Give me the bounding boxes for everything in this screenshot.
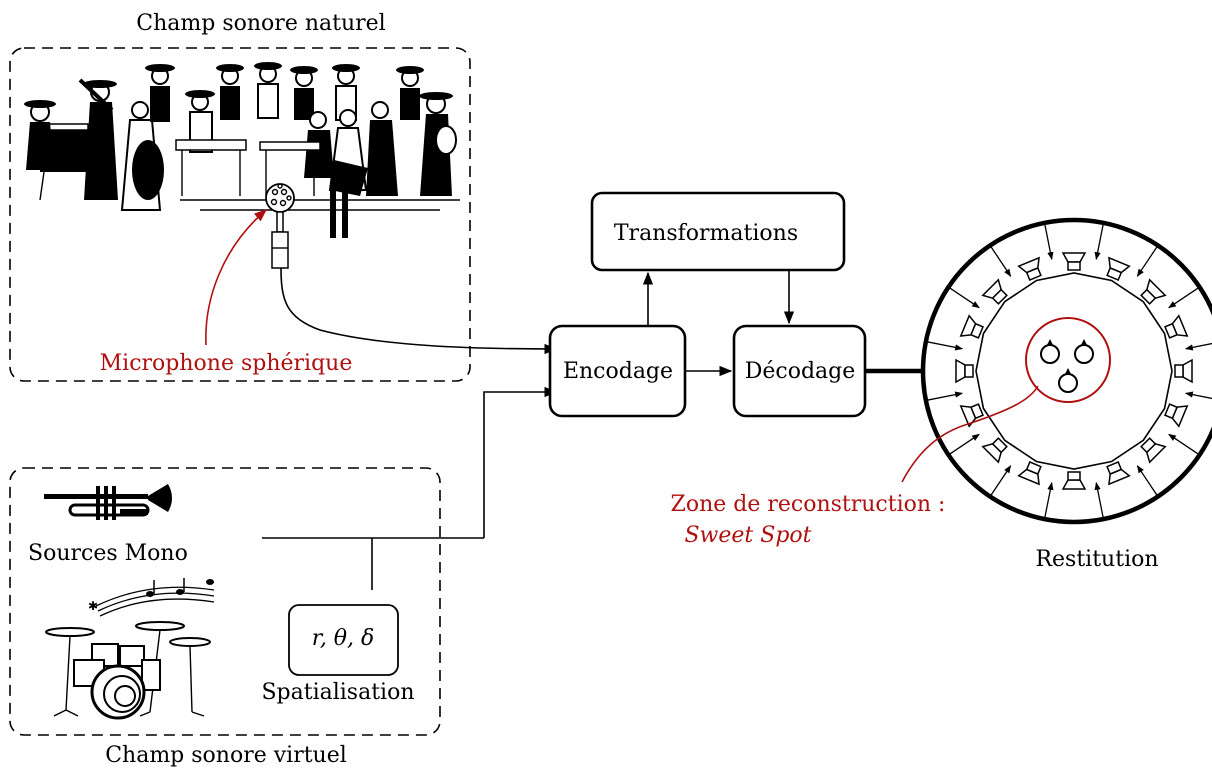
encodage-label: Encodage bbox=[563, 359, 673, 384]
trumpet-icon bbox=[44, 484, 172, 520]
wave-arrow bbox=[1185, 342, 1212, 351]
sweet-spot-label: Sweet Spot bbox=[684, 523, 811, 548]
wave-arrow bbox=[1136, 465, 1158, 496]
mic-pointer-arrow bbox=[205, 209, 267, 346]
spatial-params: r, θ, δ bbox=[312, 626, 375, 651]
zone-label: Zone de reconstruction : bbox=[671, 492, 946, 517]
wave-arrow bbox=[1044, 482, 1054, 518]
loudspeaker-icon bbox=[1061, 252, 1087, 271]
wave-arrow bbox=[1094, 482, 1104, 518]
mic-label: Microphone sphérique bbox=[100, 351, 353, 376]
loudspeaker-icon bbox=[1061, 471, 1087, 490]
natural-field-frame bbox=[9, 47, 471, 382]
spatialisation-box bbox=[288, 604, 399, 676]
loudspeaker-icon bbox=[1017, 461, 1042, 486]
sweet-spot-pointer-a bbox=[901, 423, 969, 483]
transformations-box bbox=[590, 191, 846, 272]
wave-arrow bbox=[1168, 287, 1199, 309]
wave-arrow bbox=[1136, 246, 1158, 277]
loudspeaker-icon bbox=[1017, 256, 1042, 281]
decodage-label: Décodage bbox=[745, 359, 856, 384]
loudspeaker-icon bbox=[1106, 461, 1131, 486]
music-notes-icon: ✱ bbox=[88, 578, 215, 617]
wave-arrow bbox=[990, 246, 1012, 277]
wave-arrow bbox=[1094, 224, 1104, 260]
mariachi-orchestra-drawing bbox=[24, 62, 460, 238]
loudspeaker-icon bbox=[1106, 256, 1131, 281]
loudspeaker-icon bbox=[981, 278, 1008, 305]
virtual-field-frame bbox=[9, 467, 441, 736]
sweet-spot-pointer-b bbox=[967, 385, 1039, 425]
transformations-label: Transformations bbox=[614, 221, 798, 246]
svg-text:✱: ✱ bbox=[88, 599, 98, 613]
loudspeaker-icon bbox=[1140, 437, 1167, 464]
speaker-ring-polygon bbox=[975, 272, 1173, 470]
wave-arrow bbox=[1168, 433, 1199, 455]
spatialisation-label: Spatialisation bbox=[261, 680, 414, 705]
sources-label: Sources Mono bbox=[28, 541, 188, 566]
wave-arrow bbox=[949, 287, 980, 309]
loudspeaker-array bbox=[927, 224, 1212, 518]
wave-arrow bbox=[927, 341, 963, 351]
wave-arrow bbox=[990, 465, 1012, 496]
wave-arrow bbox=[1185, 391, 1212, 400]
wave-arrow bbox=[1044, 224, 1054, 260]
mic-to-encoder-wire bbox=[280, 267, 558, 355]
loudspeaker-icon bbox=[955, 358, 974, 384]
wave-arrow bbox=[949, 433, 980, 455]
restitution-label: Restitution bbox=[1035, 547, 1158, 572]
drum-kit-icon bbox=[45, 621, 211, 720]
loudspeaker-icon bbox=[1140, 278, 1167, 305]
sources-to-encoder-wire bbox=[483, 386, 558, 538]
sweet-spot-circle bbox=[1025, 317, 1111, 403]
loudspeaker-icon bbox=[981, 437, 1008, 464]
wave-arrow bbox=[927, 391, 963, 401]
loudspeaker-icon bbox=[959, 314, 984, 339]
loudspeaker-icon bbox=[1164, 314, 1189, 339]
virtual-field-title: Champ sonore virtuel bbox=[105, 743, 347, 768]
natural-field-title: Champ sonore naturel bbox=[136, 11, 385, 36]
spherical-microphone-icon bbox=[265, 183, 295, 269]
loudspeaker-icon bbox=[1174, 358, 1193, 384]
listener-head-icon bbox=[1040, 339, 1094, 393]
loudspeaker-icon bbox=[1164, 403, 1189, 428]
